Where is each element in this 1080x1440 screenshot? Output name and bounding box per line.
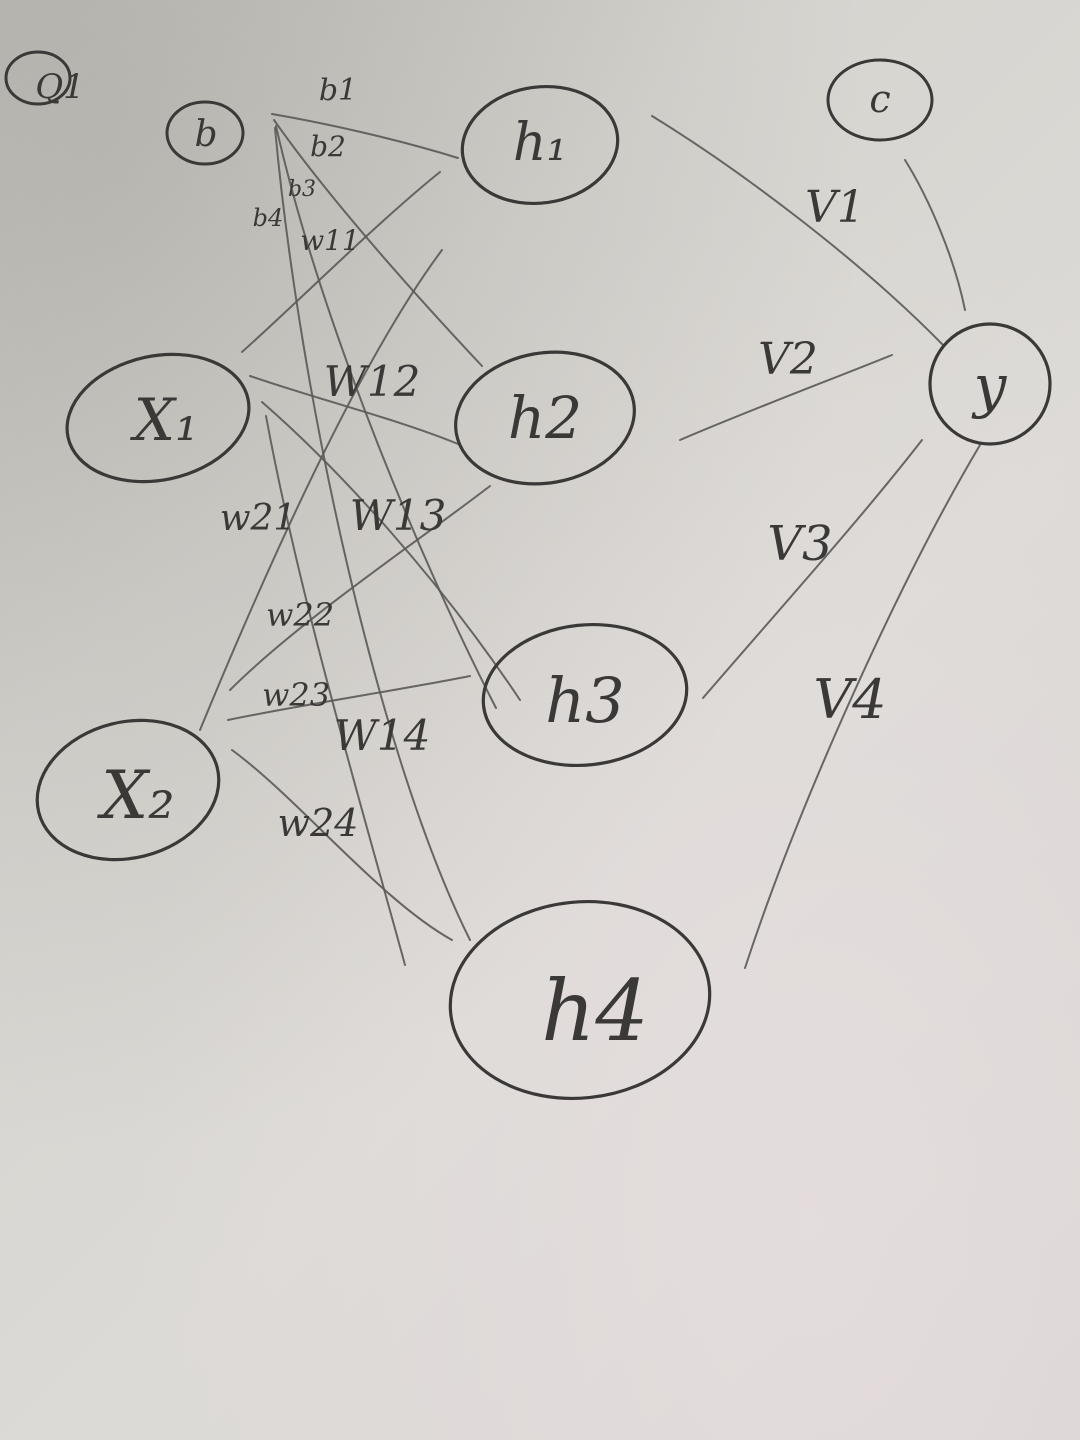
bias-weight-labels: b1 b2 b3 b4	[253, 73, 357, 232]
bias-label-b1: b1	[319, 73, 357, 108]
node-h1-circle	[460, 84, 620, 206]
x2-connections	[199, 249, 491, 941]
edge-x2-h2	[229, 485, 491, 691]
edge-x2-h1	[199, 249, 443, 731]
edge-x1-h2	[249, 375, 459, 445]
edge-x1-h1	[241, 171, 441, 353]
node-h4-label: h4	[541, 962, 649, 1060]
node-h1-label: h₁	[513, 113, 567, 173]
node-h4-circle	[448, 899, 712, 1101]
weight-label-w11: w11	[300, 224, 360, 257]
weight-label-v1: V1	[805, 182, 865, 233]
bias-label-b2: b2	[310, 130, 346, 163]
node-h3-label: h3	[545, 664, 624, 737]
weight-label-w13: W13	[350, 491, 447, 540]
node-c-label: c	[869, 77, 890, 121]
node-q1-circle	[4, 50, 72, 106]
edge-c-y	[904, 159, 966, 311]
weight-label-w22: w22	[266, 596, 334, 634]
weight-label-v2: V2	[758, 334, 818, 385]
edge-b-h4	[274, 127, 471, 941]
node-labels: Q1 b c X₁ X₂ h₁ h2 h3 h4 y	[35, 67, 1007, 1060]
edge-x1-h4	[265, 415, 406, 966]
node-x1-circle	[65, 352, 251, 484]
node-x1-label: X₁	[130, 386, 199, 454]
node-x2-label: X₂	[96, 757, 174, 834]
weight-label-v3: V3	[767, 516, 832, 572]
input-weight-labels: w11 W12 W13 W14 w21 w22 w23 w24	[220, 224, 447, 845]
bias-label-b3: b3	[288, 177, 316, 202]
node-h3-circle	[481, 622, 689, 768]
weight-label-v4: V4	[813, 668, 886, 731]
edge-h2-y	[679, 354, 893, 441]
edge-x2-h3	[227, 675, 471, 721]
x1-connections	[241, 171, 521, 966]
node-b-circle	[165, 100, 245, 166]
node-h2-label: h2	[508, 384, 582, 452]
edge-b-h1	[271, 113, 459, 159]
edge-x1-h3	[261, 401, 521, 701]
node-h2-circle	[454, 350, 636, 486]
weight-label-w24: w24	[278, 801, 359, 845]
edge-h1-y	[651, 115, 945, 347]
edge-b-h3	[275, 125, 497, 709]
edge-h4-y	[744, 444, 981, 969]
weight-label-w14: W14	[334, 711, 431, 760]
bias-label-b4: b4	[253, 204, 284, 232]
weight-label-w23: w23	[262, 676, 330, 714]
node-circles	[4, 50, 1052, 1101]
weight-label-w12: W12	[324, 357, 421, 406]
node-y-label: y	[971, 352, 1008, 420]
edge-h3-y	[702, 439, 923, 699]
weight-label-w21: w21	[220, 498, 297, 539]
node-c-circle	[826, 58, 934, 142]
edge-x2-h4	[231, 749, 453, 941]
node-b-label: b	[194, 114, 217, 155]
node-y-circle	[928, 322, 1052, 446]
output-weight-labels: V1 V2 V3 V4	[758, 182, 887, 731]
edge-b-h2	[273, 119, 483, 367]
bias-connections	[271, 113, 497, 941]
node-x2-circle	[35, 718, 221, 862]
question-label: Q1	[35, 67, 85, 107]
output-connections	[651, 115, 981, 969]
